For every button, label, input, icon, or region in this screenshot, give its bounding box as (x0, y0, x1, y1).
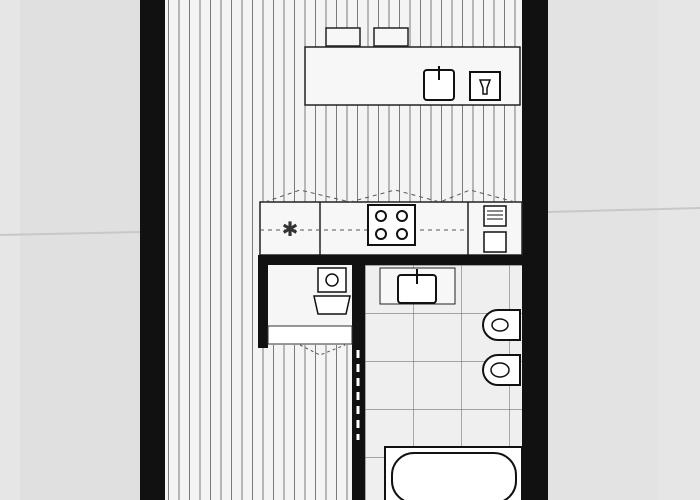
dishwasher (469, 71, 501, 101)
dishwasher-glass-icon (478, 79, 492, 95)
kitchen-island (304, 27, 521, 106)
kitchen-counter: ✱ (259, 189, 523, 256)
paper-shade-left (20, 0, 140, 500)
laundry-basin (313, 295, 351, 315)
paper-shade-right (548, 0, 658, 500)
wall-right (522, 0, 548, 500)
paper-fold (0, 231, 141, 236)
paper-fold (547, 207, 700, 213)
oven-door (483, 231, 507, 253)
wall-bath-left (352, 255, 365, 500)
laundry-room (267, 265, 353, 356)
toilet (482, 354, 521, 386)
bar-stool (373, 27, 409, 47)
wall-laundry-left (258, 255, 268, 348)
oven (483, 205, 507, 227)
wall-left (140, 0, 165, 500)
bidet (482, 309, 521, 341)
washing-machine (317, 267, 347, 293)
bar-stool (325, 27, 361, 47)
cooktop (367, 204, 416, 246)
wall-kitchen-bath (258, 255, 522, 265)
refrigerator-icon: ✱ (282, 217, 299, 241)
bathroom (365, 265, 523, 500)
